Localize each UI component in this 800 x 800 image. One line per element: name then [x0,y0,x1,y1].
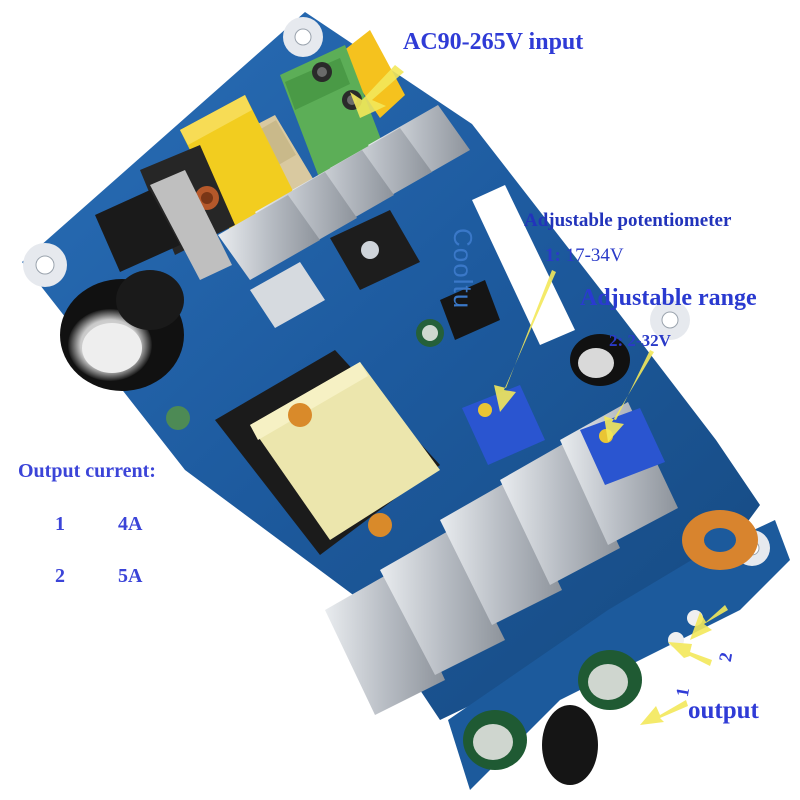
lower-capacitors [463,650,642,785]
output-label: output [688,697,759,724]
adjustable-range-label: Adjustable range [580,285,757,311]
brand-text: Cooltu [448,228,478,310]
current-row-1-number: 1 [55,513,65,535]
primary-heatsink [218,105,470,328]
output-current-label: Output current: [18,460,156,482]
range-option-2-value: 2-32V [627,331,671,350]
potentiometer-label: Adjustable potentiometer [524,210,732,231]
output-capacitor [570,334,630,386]
switching-mosfet [330,210,420,290]
bulk-capacitor [60,270,184,391]
range-option-2: 2: 2-32V [609,332,671,349]
varistor [166,406,190,430]
transformer [215,350,440,555]
range-option-2-number: 2: [609,331,624,350]
small-capacitor [416,319,444,347]
range-option-1-value: 17-34V [565,245,624,266]
controller-ic [440,280,500,340]
trimmer-potentiometer-1 [462,385,545,465]
input-voltage-label: AC90-265V input [403,29,584,55]
current-row-2-value: 5A [118,565,143,587]
output-inductor [682,510,758,570]
range-option-1-number: 1: [545,245,561,266]
annotation-arrows [350,65,728,725]
bridge-rectifier [95,170,232,280]
current-row-2-number: 2 [55,565,65,587]
current-row-1-value: 4A [118,513,143,535]
input-terminal-block [280,30,405,180]
range-option-1: 1: 17-34V [545,246,624,265]
brand-strip [472,185,575,345]
